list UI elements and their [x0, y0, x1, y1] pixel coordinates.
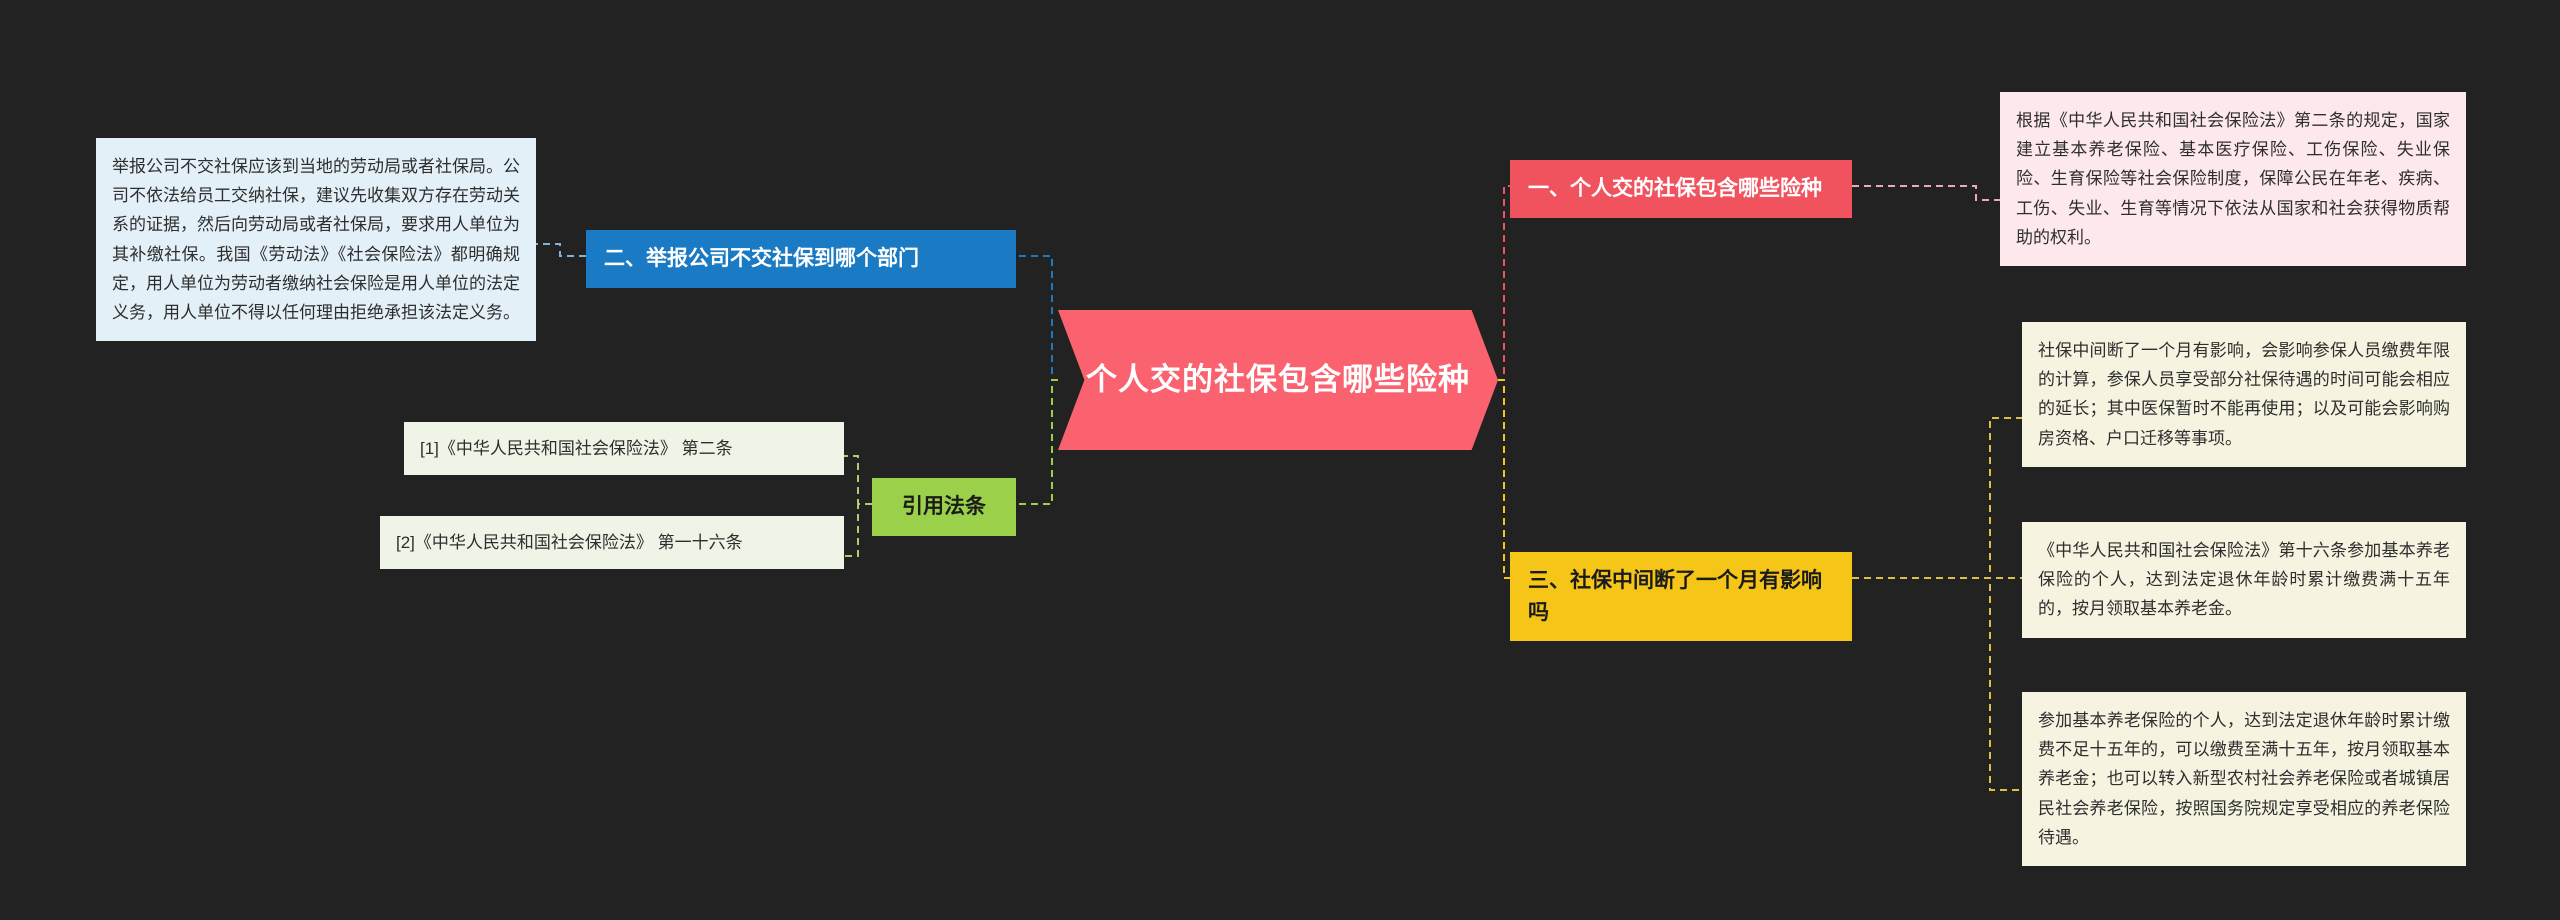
note-branch1-detail[interactable]: 根据《中华人民共和国社会保险法》第二条的规定，国家建立基本养老保险、基本医疗保险… [2000, 92, 2466, 267]
branch-node-1[interactable]: 一、个人交的社保包含哪些险种 [1510, 160, 1852, 218]
branch-node-3[interactable]: 三、社保中间断了一个月有影响吗 [1510, 552, 1852, 641]
branch-node-4[interactable]: 引用法条 [872, 478, 1016, 536]
branch-node-2[interactable]: 二、举报公司不交社保到哪个部门 [586, 230, 1016, 288]
note-branch2-detail[interactable]: 举报公司不交社保应该到当地的劳动局或者社保局。公司不依法给员工交纳社保，建议先收… [96, 138, 536, 342]
note-branch3-detail-2[interactable]: 《中华人民共和国社会保险法》第十六条参加基本养老保险的个人，达到法定退休年龄时累… [2022, 522, 2466, 638]
central-topic[interactable]: 个人交的社保包含哪些险种 [1058, 310, 1498, 450]
note-citation-2[interactable]: [2]《中华人民共和国社会保险法》 第一十六条 [380, 516, 844, 570]
note-branch3-detail-3[interactable]: 参加基本养老保险的个人，达到法定退休年龄时累计缴费不足十五年的，可以缴费至满十五… [2022, 692, 2466, 867]
note-branch3-detail-1[interactable]: 社保中间断了一个月有影响，会影响参保人员缴费年限的计算，参保人员享受部分社保待遇… [2022, 322, 2466, 467]
note-citation-1[interactable]: [1]《中华人民共和国社会保险法》 第二条 [404, 422, 844, 476]
